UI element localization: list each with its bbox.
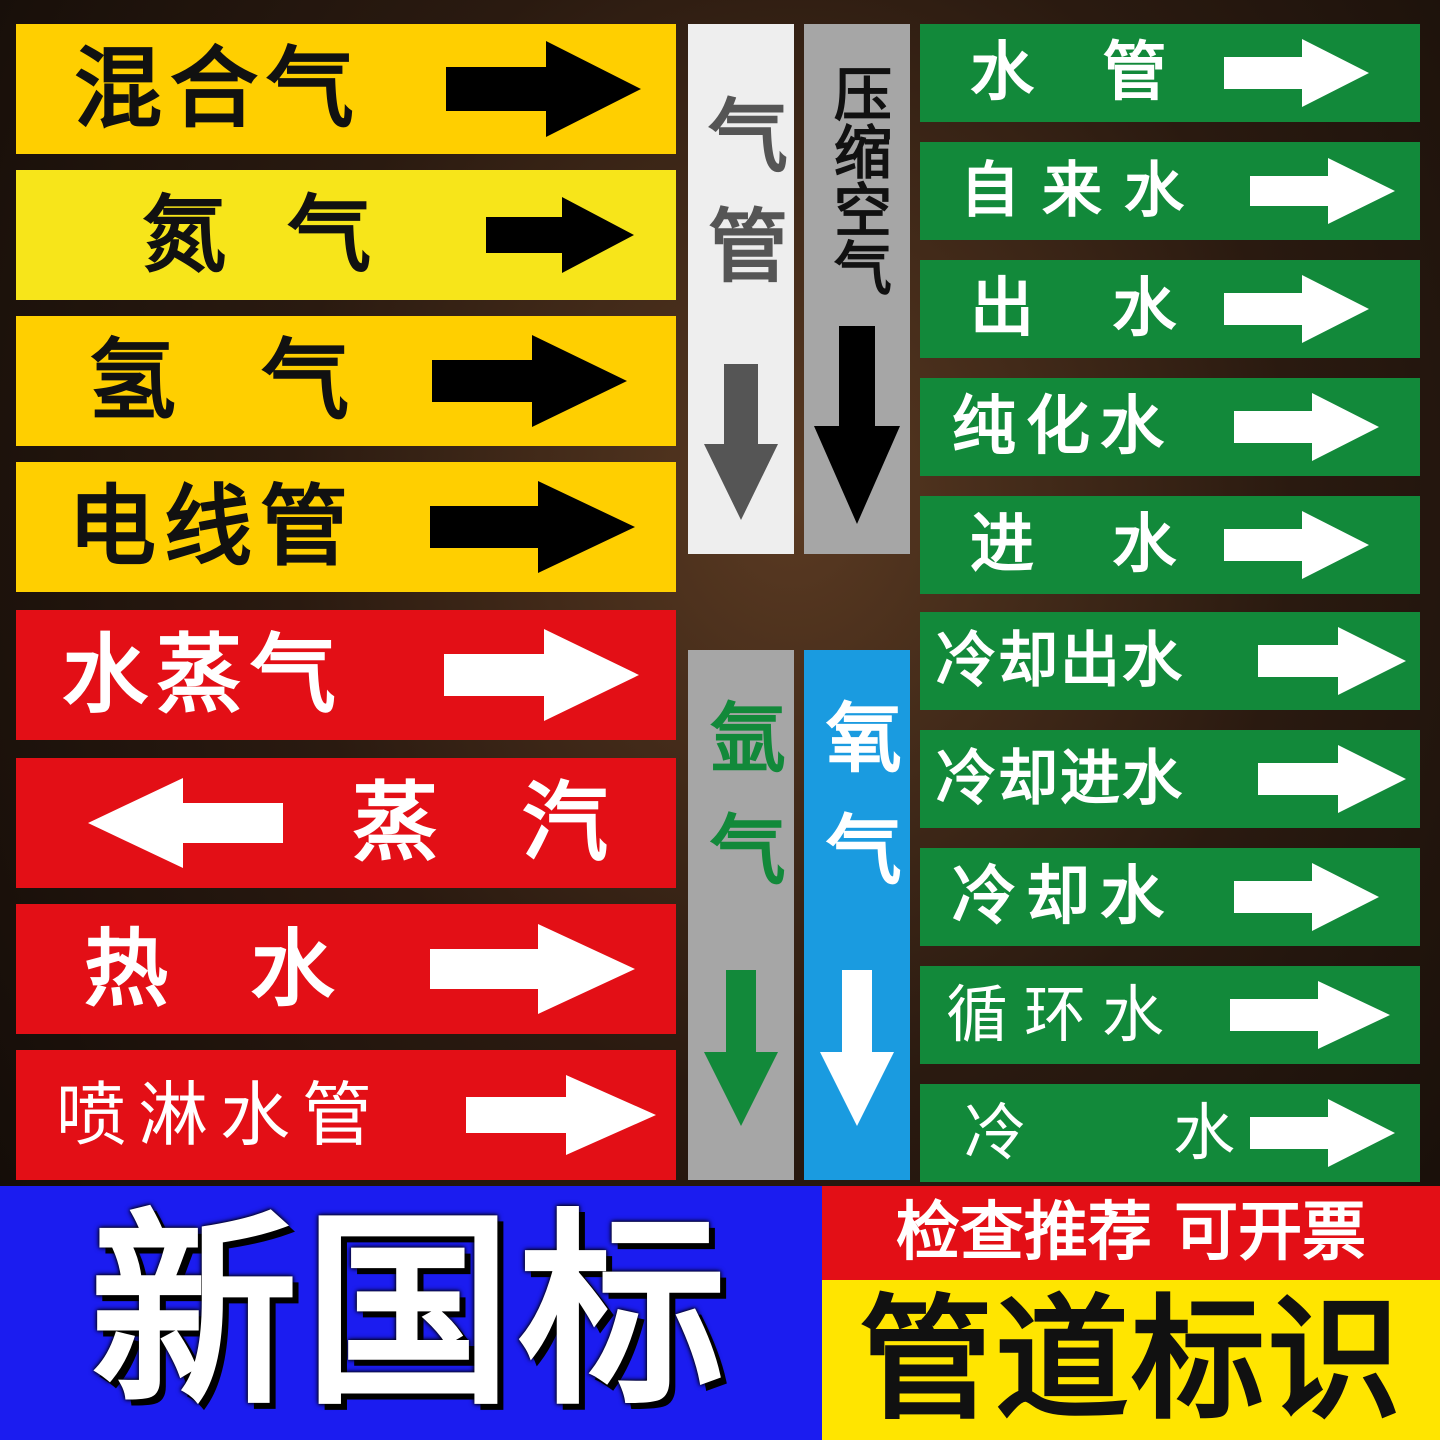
pipe-label-text: 冷却水 bbox=[952, 860, 1174, 934]
pipe-label-text: 纯化水 bbox=[952, 390, 1174, 464]
arrow-left-icon bbox=[88, 778, 283, 868]
arrow-right-icon bbox=[1250, 158, 1395, 224]
arrow-right-icon bbox=[430, 481, 635, 573]
banner-sub-text: 管道标识 bbox=[858, 1282, 1403, 1438]
pipe-label-conduit: 电线管 bbox=[16, 462, 676, 592]
pipe-label-text: 压缩空气 bbox=[823, 64, 892, 296]
pipe-label-inlet-water: 进 水 bbox=[920, 496, 1420, 594]
arrow-down-icon bbox=[814, 326, 900, 524]
pipe-label-nitrogen: 氮 气 bbox=[16, 170, 676, 300]
pipe-label-steam: 蒸 汽 bbox=[16, 758, 676, 888]
pipe-label-cooling-outlet: 冷却出水 bbox=[920, 612, 1420, 710]
pipe-label-mixed-gas: 混合气 bbox=[16, 24, 676, 154]
pipe-label-text: 氢 气 bbox=[88, 329, 358, 432]
pipe-label-text: 冷却出水 bbox=[936, 626, 1184, 696]
pipe-label-hot-water: 热 水 bbox=[16, 904, 676, 1034]
pipe-label-argon-vertical: 氩气 bbox=[688, 650, 794, 1180]
arrow-right-icon bbox=[466, 1075, 656, 1155]
pipe-label-text: 水 管 bbox=[970, 36, 1175, 110]
pipe-label-text: 气管 bbox=[695, 94, 788, 314]
arrow-right-icon bbox=[1230, 981, 1390, 1049]
pipe-marking-banner: 管道标识 bbox=[822, 1280, 1440, 1440]
arrow-down-icon bbox=[704, 970, 778, 1126]
pipe-label-cooling-water: 冷却水 bbox=[920, 848, 1420, 946]
arrow-right-icon bbox=[1224, 39, 1369, 107]
pipe-label-text: 热 水 bbox=[84, 920, 343, 1018]
pipe-label-text: 进 水 bbox=[970, 508, 1205, 582]
arrow-right-icon bbox=[1258, 627, 1406, 695]
arrow-right-icon bbox=[444, 629, 639, 721]
arrow-down-icon bbox=[704, 364, 778, 520]
pipe-label-text: 蒸 汽 bbox=[352, 773, 616, 873]
pipe-label-compressed-air-vertical: 压缩空气 bbox=[804, 24, 910, 554]
pipe-label-text: 冷却进水 bbox=[936, 744, 1184, 814]
arrow-right-icon bbox=[1234, 393, 1379, 461]
arrow-right-icon bbox=[446, 41, 641, 137]
pipe-label-text: 循环水 bbox=[946, 978, 1181, 1051]
arrow-right-icon bbox=[1234, 863, 1379, 931]
pipe-label-text: 混合气 bbox=[74, 37, 363, 140]
pipe-label-cooling-inlet: 冷却进水 bbox=[920, 730, 1420, 828]
pipe-label-text: 氧气 bbox=[812, 698, 902, 922]
pipe-label-circulating-water: 循环水 bbox=[920, 966, 1420, 1064]
pipe-label-outlet-water: 出 水 bbox=[920, 260, 1420, 358]
pipe-label-text: 电线管 bbox=[68, 475, 357, 578]
banner-tag-text: 检查推荐 可开票 bbox=[895, 1196, 1367, 1270]
pipe-label-text: 氮 气 bbox=[142, 186, 388, 284]
arrow-right-icon bbox=[430, 924, 635, 1014]
pipe-label-text: 水蒸气 bbox=[62, 625, 344, 725]
arrow-right-icon bbox=[432, 335, 627, 427]
pipe-label-oxygen-vertical: 氧气 bbox=[804, 650, 910, 1180]
pipe-label-hydrogen: 氢 气 bbox=[16, 316, 676, 446]
pipe-label-text: 出 水 bbox=[970, 272, 1205, 346]
pipe-label-air-vertical: 气管 bbox=[688, 24, 794, 554]
arrow-right-icon bbox=[1224, 275, 1369, 343]
arrow-right-icon bbox=[1258, 745, 1406, 813]
pipe-label-text: 冷 水 bbox=[964, 1096, 1258, 1169]
arrow-down-icon bbox=[820, 970, 894, 1126]
pipe-label-water-pipe: 水 管 bbox=[920, 24, 1420, 122]
arrow-right-icon bbox=[1224, 511, 1369, 579]
pipe-label-tap-water: 自来水 bbox=[920, 142, 1420, 240]
pipe-label-water-vapor: 水蒸气 bbox=[16, 610, 676, 740]
arrow-right-icon bbox=[1250, 1099, 1395, 1167]
arrow-right-icon bbox=[486, 197, 634, 273]
banner-main-text: 新国标 bbox=[90, 1192, 732, 1434]
pipe-label-cold-water: 冷 水 bbox=[920, 1084, 1420, 1182]
pipe-label-text: 氩气 bbox=[696, 698, 786, 922]
pipe-label-purified-water: 纯化水 bbox=[920, 378, 1420, 476]
pipe-label-sprinkler: 喷淋水管 bbox=[16, 1050, 676, 1180]
recommend-invoice-banner: 检查推荐 可开票 bbox=[822, 1186, 1440, 1280]
pipe-label-text: 自来水 bbox=[960, 156, 1206, 226]
new-national-standard-banner: 新国标 bbox=[0, 1186, 822, 1440]
pipe-label-text: 喷淋水管 bbox=[56, 1074, 384, 1156]
